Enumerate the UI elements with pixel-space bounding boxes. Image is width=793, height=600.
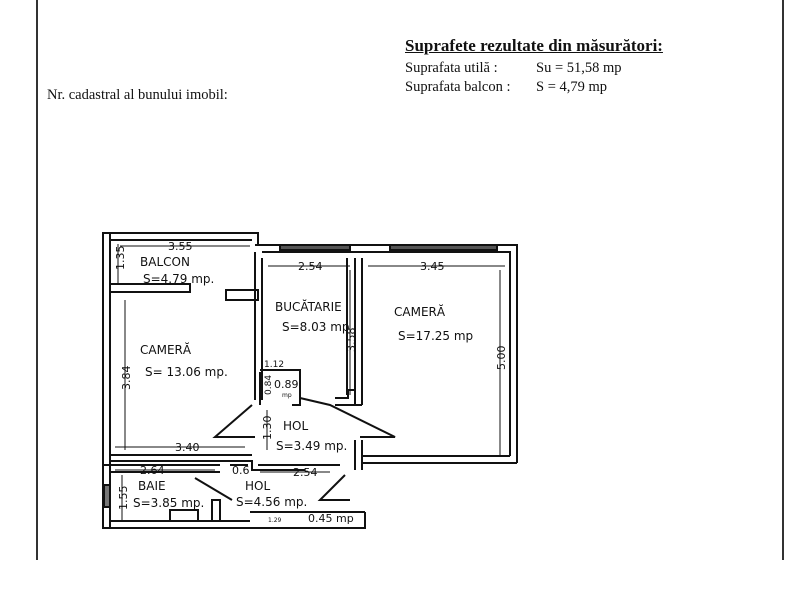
usable-area-label: Suprafata utilă : bbox=[405, 60, 498, 76]
balcony-area-label: Suprafata balcon : bbox=[405, 79, 511, 95]
room-labels: BALCON S=4.79 mp. CAMERĂ S= 13.06 mp. BU… bbox=[133, 255, 473, 525]
room-area-camera-2: S=17.25 mp bbox=[398, 329, 473, 343]
dimension-lines bbox=[115, 244, 505, 520]
dim-label: 1.35 bbox=[114, 246, 127, 271]
room-name-baie: BAIE bbox=[138, 479, 166, 493]
room-area-bucatarie: S=8.03 mp bbox=[282, 320, 350, 334]
dim-label: 3.40 bbox=[175, 441, 200, 454]
room-name-balcon: BALCON bbox=[140, 255, 190, 269]
room-area-camera-1: S= 13.06 mp. bbox=[145, 365, 228, 379]
dim-label: 3.84 bbox=[120, 366, 133, 391]
small-area: 0.45 mp bbox=[308, 512, 354, 525]
page-border-left bbox=[36, 0, 38, 560]
room-name-hol-2: HOL bbox=[245, 479, 270, 493]
dim-label: 2.54 bbox=[298, 260, 323, 273]
room-name-camera-2: CAMERĂ bbox=[394, 304, 446, 319]
balcony-area-value: S = 4,79 mp bbox=[536, 79, 608, 95]
room-area-baie: S=3.85 mp. bbox=[133, 496, 204, 510]
dim-label: 1.30 bbox=[261, 416, 274, 441]
dim-label: 0.6 bbox=[232, 464, 250, 477]
measurements-title: Suprafete rezultate din măsurători: bbox=[405, 36, 663, 55]
dim-label: 2.54 bbox=[293, 466, 318, 479]
room-area-balcon: S=4.79 mp. bbox=[143, 272, 214, 286]
dim-label: 0.84 bbox=[264, 375, 274, 395]
walls bbox=[102, 232, 518, 529]
room-area-hol-1: S=3.49 mp. bbox=[276, 439, 347, 453]
cadastral-label: Nr. cadastral al bunului imobil: bbox=[47, 87, 228, 103]
dim-label: 1.55 bbox=[117, 486, 130, 511]
closet-unit: mp bbox=[282, 392, 292, 399]
room-area-hol-2: S=4.56 mp. bbox=[236, 495, 307, 509]
room-name-bucatarie: BUCĂTARIE bbox=[275, 299, 342, 314]
room-name-hol-1: HOL bbox=[283, 419, 308, 433]
dim-label: 2.64 bbox=[140, 464, 165, 477]
dim-label: 3.45 bbox=[420, 260, 445, 273]
dim-label: 3.55 bbox=[168, 240, 193, 253]
usable-area-value: Su = 51,58 mp bbox=[536, 60, 622, 76]
dim-label: 1.12 bbox=[264, 360, 284, 370]
dimension-labels: 3.55 1.35 2.54 3.45 3.58 5.00 3.84 1.12 … bbox=[114, 240, 508, 524]
page-border-right bbox=[782, 0, 784, 560]
room-name-camera-1: CAMERĂ bbox=[140, 342, 192, 357]
closet-area: 0.89 bbox=[274, 378, 299, 391]
dim-label: 1.29 bbox=[268, 517, 282, 524]
dim-label: 3.58 bbox=[345, 328, 358, 353]
dim-label: 5.00 bbox=[495, 346, 508, 371]
